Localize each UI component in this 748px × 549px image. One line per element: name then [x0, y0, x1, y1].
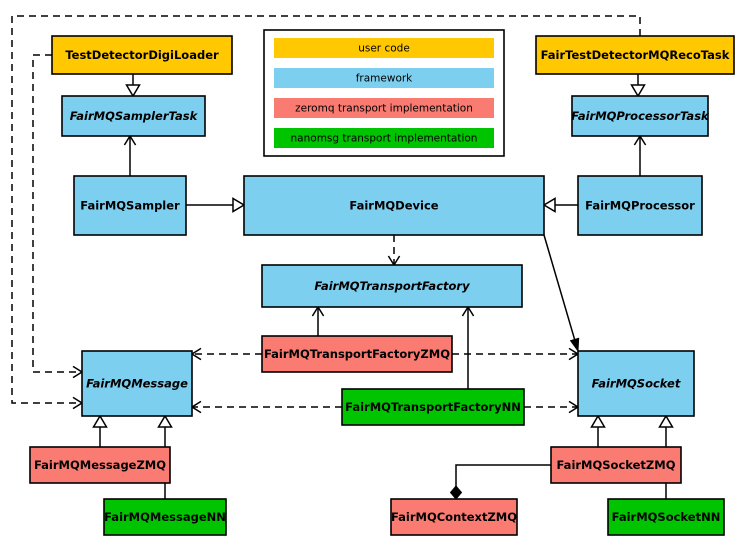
inheritance-triangle-icon: [590, 414, 606, 428]
legend-color-swatch: [274, 128, 494, 148]
class-node-FairMQMessage[interactable]: FairMQMessage: [81, 350, 193, 417]
edge-processor-processortask: [633, 134, 647, 176]
class-box[interactable]: [535, 35, 735, 75]
class-node-FairMQTransportFactoryNN[interactable]: FairMQTransportFactoryNN: [341, 388, 525, 426]
class-node-FairMQDevice[interactable]: FairMQDevice: [243, 175, 545, 236]
class-node-FairMQSocket[interactable]: FairMQSocket: [577, 350, 695, 417]
edge-tfzmq-transportfactory: [311, 305, 325, 336]
class-box[interactable]: [29, 446, 171, 484]
class-name-label: FairMQSocketNN: [612, 510, 721, 524]
edge-messagezmq-message: [92, 414, 108, 447]
inheritance-triangle-icon: [542, 197, 556, 213]
edge-line: [543, 234, 576, 341]
class-box[interactable]: [103, 498, 227, 536]
composition-diamond-icon: [449, 485, 463, 500]
legend-label: user code: [358, 43, 410, 55]
class-box[interactable]: [577, 175, 703, 236]
class-box[interactable]: [607, 498, 725, 536]
class-node-FairMQContextZMQ[interactable]: FairMQContextZMQ: [390, 498, 518, 536]
edge-tfzmq-socket: [452, 347, 580, 361]
class-box[interactable]: [261, 264, 523, 308]
edge-recotask-processortask: [630, 74, 646, 98]
edge-device-transportfactory: [387, 235, 401, 267]
class-name-label: TestDetectorDigiLoader: [65, 48, 219, 62]
node-layer: TestDetectorDigiLoader FairTestDetectorMQ…: [29, 35, 735, 536]
class-name-label: FairMQMessage: [86, 377, 188, 391]
class-box[interactable]: [81, 350, 193, 417]
class-name-label: FairMQProcessor: [585, 199, 695, 213]
inheritance-triangle-icon: [630, 84, 646, 98]
edge-line: [11, 15, 641, 404]
class-name-label: FairMQTransportFactoryNN: [345, 400, 521, 414]
legend-item-0: user code: [274, 38, 494, 58]
edge-line: [455, 464, 551, 488]
class-box[interactable]: [577, 350, 695, 417]
class-node-FairMQSocketZMQ[interactable]: FairMQSocketZMQ: [550, 446, 682, 484]
class-box[interactable]: [261, 335, 453, 373]
class-name-label: FairMQSocket: [592, 377, 681, 391]
edge-tfnn-message: [190, 400, 342, 414]
class-name-label: FairMQDevice: [349, 199, 438, 213]
class-name-label: FairMQSocketZMQ: [557, 458, 676, 472]
legend-layer: user code framework zeromq transport imple…: [263, 29, 505, 157]
class-node-FairMQTransportFactory[interactable]: FairMQTransportFactory: [261, 264, 523, 308]
class-name-label: FairMQMessageZMQ: [34, 458, 166, 472]
class-box[interactable]: [61, 95, 206, 137]
edge-device-socket: [543, 234, 580, 353]
edge-socketzmq-socket: [590, 414, 606, 447]
arrowhead-icon: [569, 337, 580, 353]
class-box[interactable]: [571, 95, 709, 137]
class-name-label: FairMQProcessorTask: [571, 109, 710, 123]
legend-label: nanomsg transport implementation: [291, 133, 478, 145]
inheritance-triangle-icon: [157, 414, 173, 428]
edge-sampler-samplertask: [123, 134, 137, 176]
class-box[interactable]: [550, 446, 682, 484]
legend-color-swatch: [274, 98, 494, 118]
class-name-label: FairMQSampler: [80, 199, 180, 213]
edge-socketzmq-contextzmq: [449, 464, 551, 500]
inheritance-triangle-icon: [658, 414, 674, 428]
class-node-FairMQProcessorTask[interactable]: FairMQProcessorTask: [571, 95, 710, 137]
class-box[interactable]: [390, 498, 518, 536]
class-name-label: FairMQTransportFactoryZMQ: [264, 347, 450, 361]
class-node-FairMQTransportFactoryZMQ[interactable]: FairMQTransportFactoryZMQ: [261, 335, 453, 373]
class-box[interactable]: [51, 35, 233, 75]
legend-item-1: framework: [274, 68, 494, 88]
class-box[interactable]: [341, 388, 525, 426]
edge-line: [32, 54, 82, 373]
legend-color-swatch: [274, 38, 494, 58]
class-box[interactable]: [243, 175, 545, 236]
legend-label: framework: [356, 73, 413, 85]
edge-digiloader-samplertask: [125, 74, 141, 98]
class-name-label: FairMQTransportFactory: [314, 279, 470, 293]
inheritance-triangle-icon: [92, 414, 108, 428]
class-name-label: FairTestDetectorMQRecoTask: [541, 48, 730, 62]
class-name-label: FairMQSamplerTask: [70, 109, 199, 123]
edge-tfnn-transportfactory: [461, 305, 475, 389]
inheritance-triangle-icon: [232, 197, 246, 213]
edge-tfzmq-message: [190, 347, 262, 361]
class-box[interactable]: [73, 175, 187, 236]
legend-item-2: zeromq transport implementation: [274, 98, 494, 118]
edge-sampler-device: [186, 197, 246, 213]
class-node-FairMQSampler[interactable]: FairMQSampler: [73, 175, 187, 236]
inheritance-triangle-icon: [125, 84, 141, 98]
class-name-label: FairMQMessageNN: [104, 510, 226, 524]
legend-color-swatch: [274, 68, 494, 88]
edge-tfnn-socket: [524, 400, 580, 414]
class-node-FairMQMessageZMQ[interactable]: FairMQMessageZMQ: [29, 446, 171, 484]
class-name-label: FairMQContextZMQ: [391, 510, 517, 524]
edge-processor-device: [542, 197, 578, 213]
class-node-FairMQSocketNN[interactable]: FairMQSocketNN: [607, 498, 725, 536]
class-node-TestDetectorDigiLoader[interactable]: TestDetectorDigiLoader: [51, 35, 233, 75]
class-node-FairMQSamplerTask[interactable]: FairMQSamplerTask: [61, 95, 206, 137]
class-node-FairMQMessageNN[interactable]: FairMQMessageNN: [103, 498, 227, 536]
legend-item-3: nanomsg transport implementation: [274, 128, 494, 148]
legend-label: zeromq transport implementation: [295, 103, 473, 115]
class-node-FairMQProcessor[interactable]: FairMQProcessor: [577, 175, 703, 236]
class-node-FairTestDetectorMQRecoTask[interactable]: FairTestDetectorMQRecoTask: [535, 35, 735, 75]
